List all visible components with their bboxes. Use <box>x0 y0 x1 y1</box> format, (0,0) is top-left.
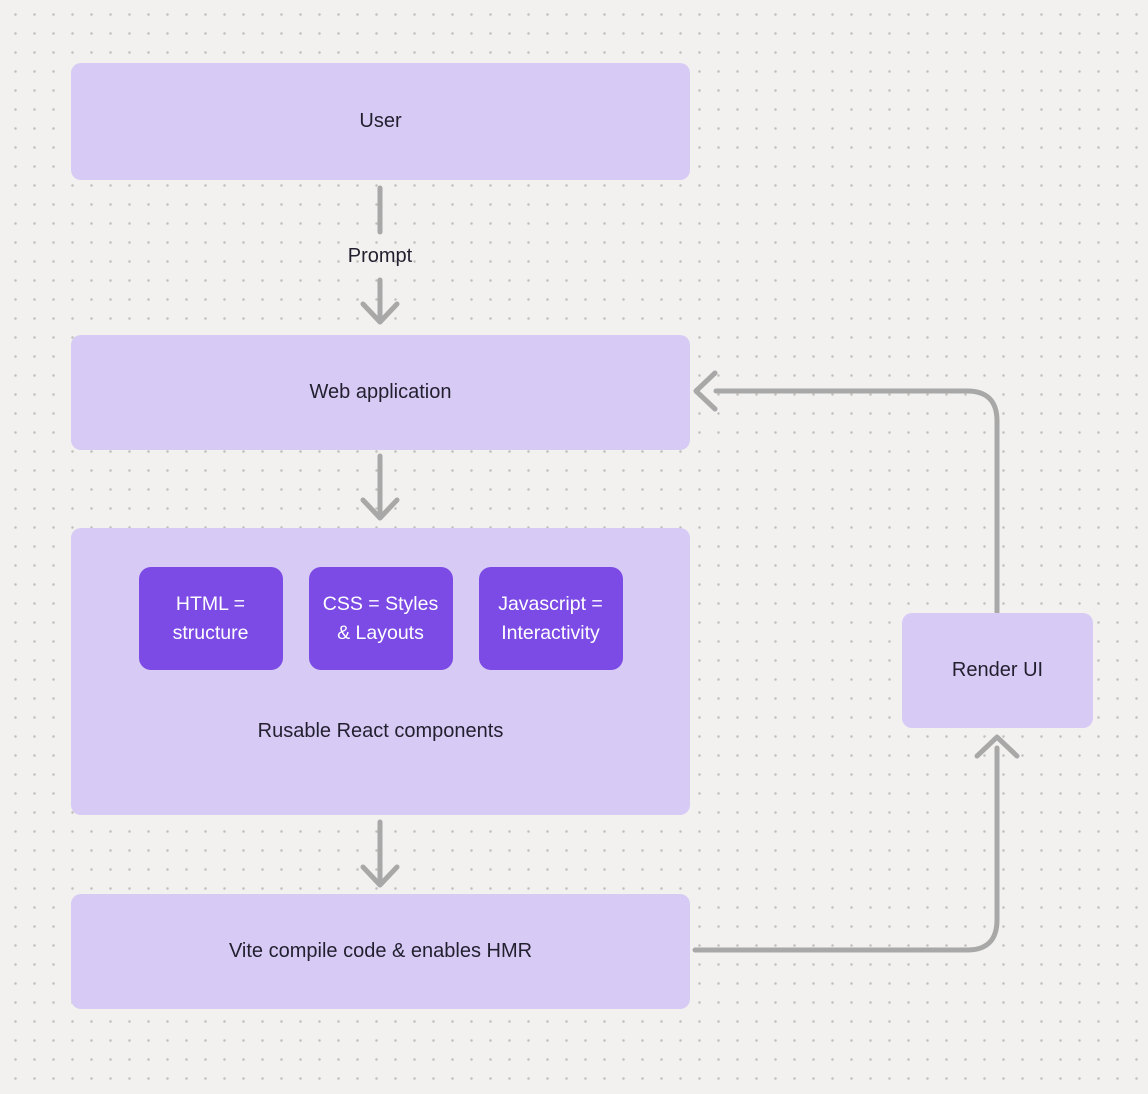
node-vite[interactable]: Vite compile code & enables HMR <box>71 894 690 1009</box>
node-components-group[interactable]: HTML = structure CSS = Styles & Layouts … <box>71 528 690 815</box>
components-row: HTML = structure CSS = Styles & Layouts … <box>71 567 690 670</box>
node-web-application[interactable]: Web application <box>71 335 690 450</box>
component-html-label: HTML = structure <box>172 592 249 644</box>
node-user[interactable]: User <box>71 63 690 180</box>
components-group-caption: Rusable React components <box>257 720 504 742</box>
node-user-label: User <box>359 110 402 132</box>
arrowhead-up-renderui <box>974 734 1020 759</box>
component-javascript[interactable]: Javascript = Interactivity <box>478 567 623 670</box>
arrowhead-left-webapp <box>693 370 718 412</box>
arrowhead-down-webapp <box>360 301 400 325</box>
arrowhead-down-vite <box>360 864 400 888</box>
component-javascript-label: Javascript = Interactivity <box>498 592 603 644</box>
node-render-ui-label: Render UI <box>951 659 1044 681</box>
edge-label-prompt: Prompt <box>347 245 413 267</box>
node-web-application-label: Web application <box>309 381 452 403</box>
node-render-ui[interactable]: Render UI <box>902 613 1093 728</box>
node-vite-label: Vite compile code & enables HMR <box>228 940 533 962</box>
arrowhead-down-components <box>360 497 400 521</box>
connector-vite-to-renderui <box>692 745 1000 953</box>
component-css[interactable]: CSS = Styles & Layouts <box>308 567 453 670</box>
component-html[interactable]: HTML = structure <box>138 567 283 670</box>
connector-renderui-to-webapp <box>713 388 1000 615</box>
component-css-label: CSS = Styles & Layouts <box>322 592 439 644</box>
